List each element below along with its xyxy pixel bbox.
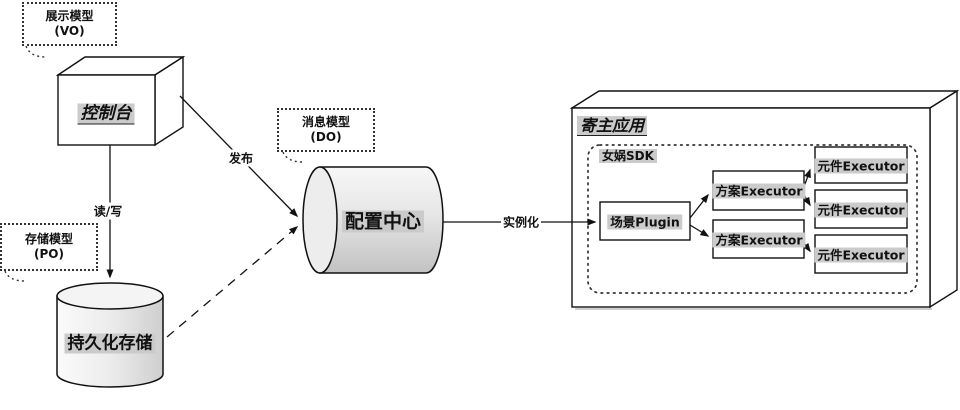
unit-executor-2-label: 元件Executor xyxy=(814,202,908,218)
edge-instantiate-label: 实例化 xyxy=(500,213,542,231)
note-po-tail xyxy=(4,270,26,282)
host-app-box-side xyxy=(929,89,958,309)
edge-scene-to-plan1 xyxy=(689,193,709,219)
edge-storage-to-config-dashed xyxy=(166,226,299,338)
storage-label: 持久化存储 xyxy=(64,333,156,354)
unit-executor-1-label: 元件Executor xyxy=(814,158,908,174)
console-box xyxy=(55,55,186,147)
host-app-label: 寄主应用 xyxy=(577,116,648,136)
storage-cylinder-top xyxy=(56,282,164,310)
note-vo-title: 展示模型 xyxy=(45,9,94,23)
plan-executor-2-label: 方案Executor xyxy=(712,232,806,248)
note-po-code: (PO) xyxy=(34,247,64,261)
edge-read-write-label: 读/写 xyxy=(91,202,125,220)
host-app-box-top xyxy=(569,90,960,109)
note-do-title: 消息模型 xyxy=(301,115,350,129)
plan-executor-1-label: 方案Executor xyxy=(712,183,806,199)
note-vo-tail xyxy=(25,45,47,58)
sdk-boundary xyxy=(587,144,918,294)
note-do: 消息模型 (DO) xyxy=(277,108,375,152)
console-label: 控制台 xyxy=(77,103,135,125)
note-vo: 展示模型 (VO) xyxy=(22,2,117,46)
note-do-code: (DO) xyxy=(310,130,342,144)
note-vo-code: (VO) xyxy=(54,24,85,38)
sdk-label: 女娲SDK xyxy=(599,149,657,163)
note-po-title: 存储模型 xyxy=(24,232,73,246)
edge-scene-to-plan2 xyxy=(689,224,710,237)
unit-executor-3-label: 元件Executor xyxy=(814,247,908,263)
scene-plugin-label: 场景Plugin xyxy=(607,214,683,230)
config-cylinder-cap xyxy=(302,166,338,274)
note-do-tail xyxy=(282,151,304,163)
config-label: 配置中心 xyxy=(341,210,425,233)
note-po: 存储模型 (PO) xyxy=(0,223,98,271)
edge-publish-label: 发布 xyxy=(226,149,256,167)
